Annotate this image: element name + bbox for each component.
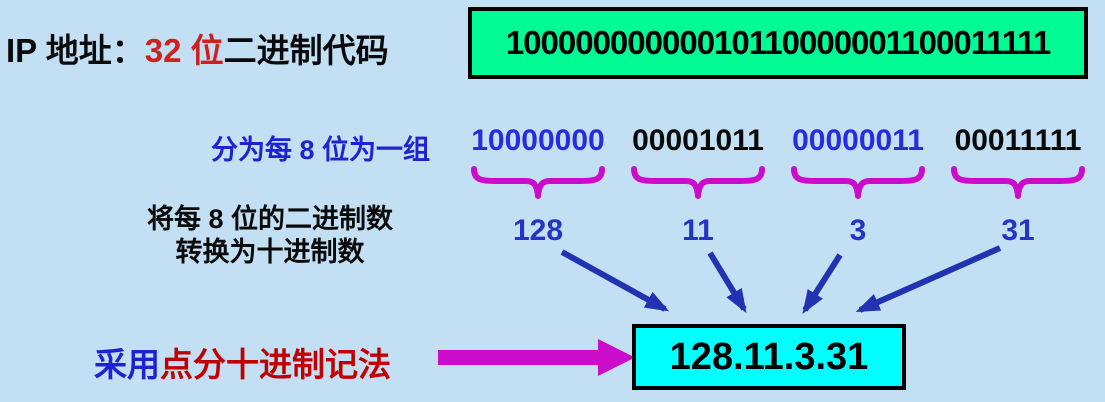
underbrace-icon xyxy=(631,166,765,199)
arrow-line-3 xyxy=(802,253,843,315)
ip-address-title: IP 地址：32 位二进制代码 xyxy=(6,24,389,72)
ip-title-prefix: IP 地址： xyxy=(6,32,145,69)
bit-group-2: 00001011 xyxy=(632,124,764,157)
conversion-label-line2: 转换为十进制数 xyxy=(175,237,365,267)
arrow-line-1 xyxy=(560,249,670,312)
underbraces-row xyxy=(468,166,1088,200)
underbrace-path xyxy=(471,166,605,199)
grouping-label: 分为每 8 位为一组 xyxy=(210,135,430,165)
decimal-value-3: 3 xyxy=(849,214,867,247)
dotted-decimal-result-box: 128.11.3.31 xyxy=(632,324,906,390)
ip-title-highlight: 32 位 xyxy=(144,32,224,69)
notation-label-red: 点分十进制记法 xyxy=(160,346,391,383)
bit-groups-row: 10000000 00001011 00000011 00011111 xyxy=(468,124,1088,158)
bit-group-3: 00000011 xyxy=(792,124,924,157)
binary-code-value: 10000000000010110000001100011111 xyxy=(505,24,1051,61)
decimal-value-1: 128 xyxy=(512,214,564,247)
decimal-value-4: 31 xyxy=(1001,214,1035,247)
arrow-line-4 xyxy=(855,245,1002,313)
bit-group-1: 10000000 xyxy=(471,124,605,157)
underbrace-path xyxy=(631,166,765,199)
dotted-decimal-value: 128.11.3.31 xyxy=(669,335,869,378)
bit-group-4: 00011111 xyxy=(954,124,1082,157)
conversion-label: 将每 8 位的二进制数 转换为十进制数 xyxy=(75,203,465,269)
binary-code-box: 10000000000010110000001100011111 xyxy=(468,7,1088,79)
ip-title-suffix: 二进制代码 xyxy=(223,32,389,69)
magenta-arrow-shaft xyxy=(438,350,599,365)
notation-label: 采用点分十进制记法 xyxy=(94,338,391,386)
arrow-line-2 xyxy=(707,251,747,314)
decimal-value-2: 11 xyxy=(682,214,714,247)
conversion-label-line1: 将每 8 位的二进制数 xyxy=(146,204,394,234)
magenta-arrow-head xyxy=(598,339,635,376)
underbrace-path xyxy=(791,166,925,199)
magenta-arrow-icon xyxy=(438,339,635,376)
underbrace-icon xyxy=(791,166,925,199)
underbrace-icon xyxy=(951,166,1085,199)
notation-label-blue: 采用 xyxy=(94,346,160,383)
underbrace-icon xyxy=(471,166,605,199)
decimal-numbers-row: 128 11 3 31 xyxy=(468,214,1088,248)
underbrace-path xyxy=(951,166,1085,199)
